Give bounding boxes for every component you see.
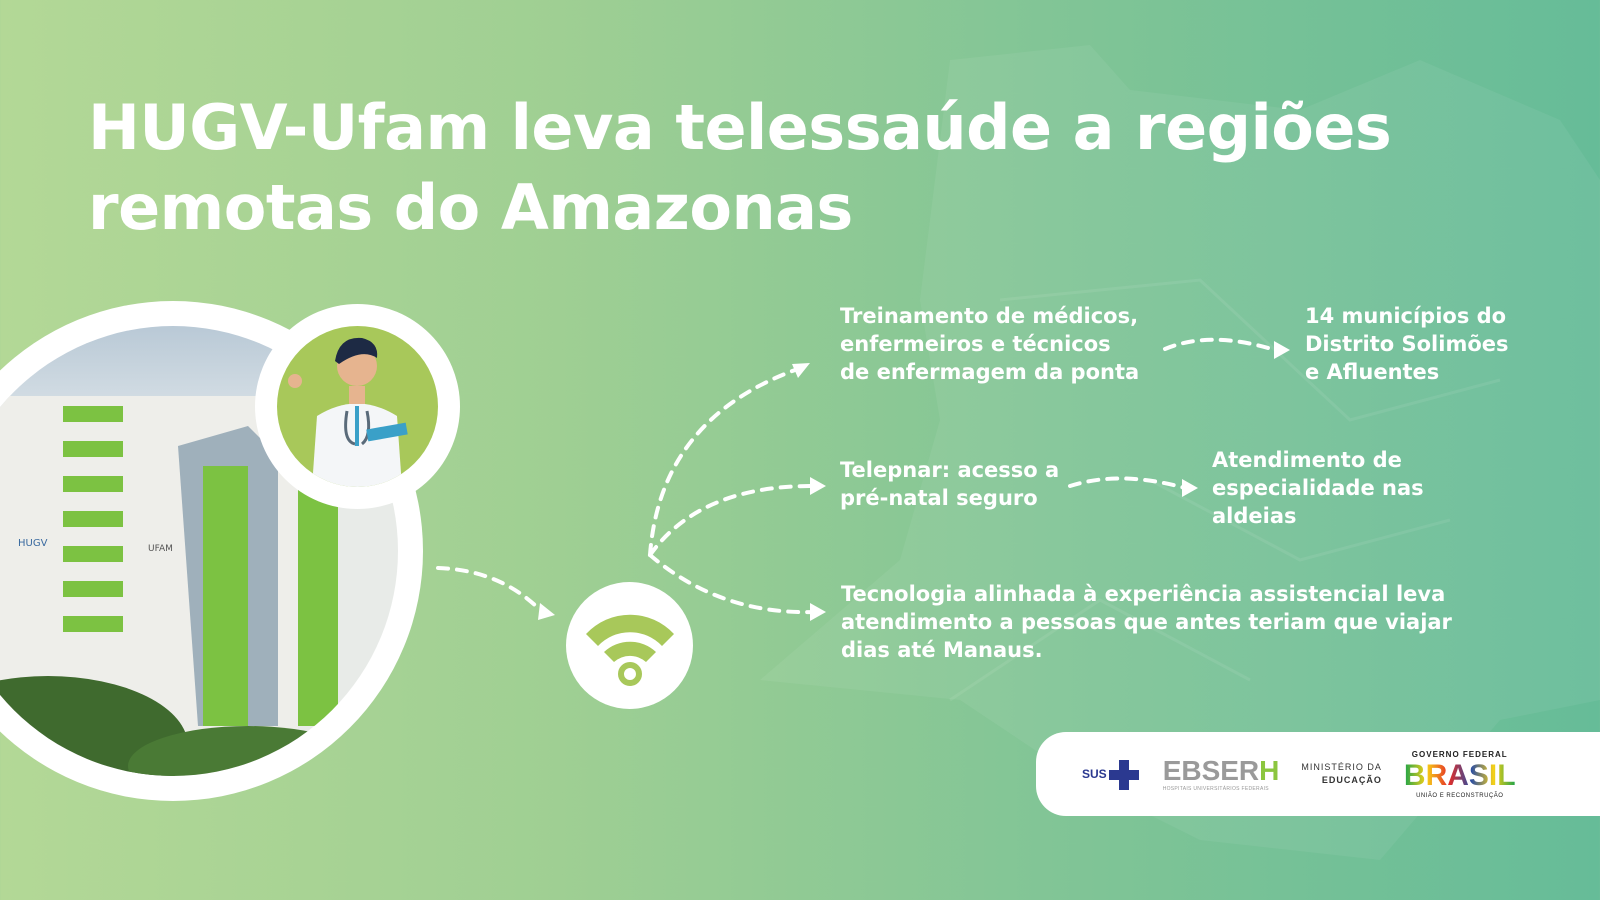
title-line-2: remotas do Amazonas — [88, 171, 853, 244]
building-sign-ufam: UFAM — [148, 544, 173, 554]
technology-text: Tecnologia alinhada à experiência assist… — [841, 582, 1452, 662]
governo-federal-logo: GOVERNO FEDERAL BRASIL UNIÃO E RECONSTRU… — [1404, 750, 1516, 799]
municipalities-text: 14 municípios do Distrito Solimões e Afl… — [1305, 304, 1509, 384]
ministerio-line-1: MINISTÉRIO DA — [1301, 762, 1382, 772]
arrow-wifi-to-technology — [648, 553, 817, 615]
arrow-telepnar-to-specialty — [1068, 476, 1187, 490]
training-text: Treinamento de médicos, enfermeiros e té… — [840, 304, 1140, 384]
ministerio-logo: MINISTÉRIO DA EDUCAÇÃO — [1301, 761, 1382, 787]
gov-bottom-label: UNIÃO E RECONSTRUÇÃO — [1416, 792, 1504, 799]
arrow-building-to-wifi — [436, 566, 542, 612]
specialty-text: Atendimento de especialidade nas aldeias — [1212, 448, 1424, 528]
doctor-illustration — [277, 326, 438, 487]
building-sign-hugv: HUGV — [18, 538, 48, 549]
title-line-1: HUGV-Ufam leva telessaúde a regiões — [88, 91, 1392, 164]
ebserh-subtitle: HOSPITAIS UNIVERSITÁRIOS FEDERAIS — [1162, 786, 1269, 792]
sus-logo: SUS — [1082, 758, 1141, 790]
gov-brasil-label: BRASIL — [1403, 758, 1516, 792]
ministerio-line-2: EDUCAÇÃO — [1321, 775, 1382, 785]
sus-label: SUS — [1082, 767, 1107, 781]
ebserh-logo: EBSERH HOSPITAIS UNIVERSITÁRIOS FEDERAIS — [1162, 755, 1280, 793]
footer-logos: SUS EBSERH HOSPITAIS UNIVERSITÁRIOS FEDE… — [1036, 732, 1600, 816]
ebserh-label: EBSER — [1162, 755, 1260, 786]
wifi-icon — [586, 614, 674, 686]
sus-cross-icon — [1108, 760, 1139, 790]
gov-top-label: GOVERNO FEDERAL — [1411, 749, 1508, 759]
ebserh-h-label: H — [1259, 755, 1280, 786]
telepnar-text: Telepnar: acesso a pré-natal seguro — [840, 458, 1060, 510]
arrow-training-to-municipalities — [1163, 337, 1277, 352]
arrow-wifi-to-telepnar — [648, 483, 817, 557]
wifi-badge — [566, 582, 693, 709]
arrow-wifi-to-training — [648, 368, 797, 557]
